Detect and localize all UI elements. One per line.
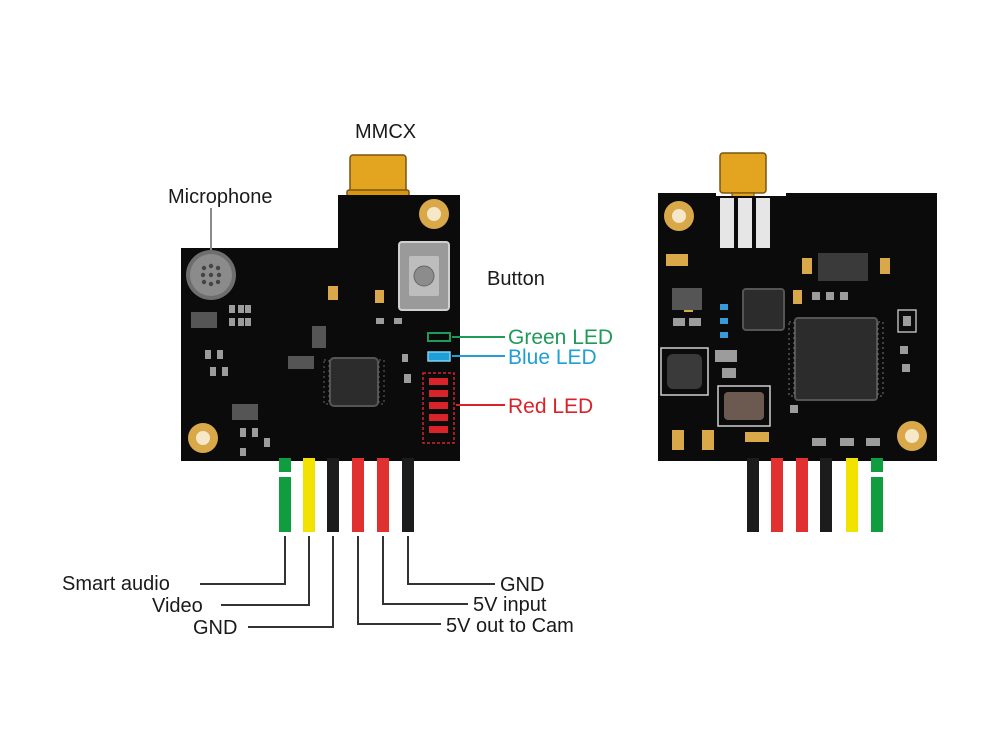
front-board xyxy=(181,154,460,532)
label-5v-input: 5V input xyxy=(473,594,547,616)
wire-smart-audio xyxy=(279,458,291,532)
crystal-back xyxy=(717,385,771,427)
label-microphone: Microphone xyxy=(168,186,273,208)
wire-back-4 xyxy=(820,458,832,532)
labels: MMCX Microphone Button Green LED Blue LE… xyxy=(62,121,613,639)
wire-back-5 xyxy=(846,458,858,532)
mounting-hole xyxy=(419,199,449,229)
rf-chip-back xyxy=(788,317,884,401)
wire-5v-input xyxy=(377,458,389,532)
label-smart-audio: Smart audio xyxy=(62,573,170,595)
regulator-back xyxy=(818,253,868,281)
wire-gnd-left xyxy=(327,458,339,532)
leader-lines xyxy=(200,208,505,628)
mcu-chip-front xyxy=(323,357,385,407)
smd-components-back xyxy=(666,254,917,450)
microphone-component xyxy=(186,250,236,300)
wire-5v-out xyxy=(352,458,364,532)
small-chip-back xyxy=(742,288,785,331)
mounting-hole xyxy=(664,201,694,231)
mounting-hole xyxy=(897,421,927,451)
wire-video xyxy=(303,458,315,532)
push-button-component xyxy=(398,241,450,311)
label-green-led: Green LED xyxy=(508,326,613,349)
label-gnd-right: GND xyxy=(500,574,544,596)
mounting-hole xyxy=(188,423,218,453)
wire-back-1 xyxy=(747,458,759,532)
red-led-bar xyxy=(422,372,455,444)
wire-back-3 xyxy=(796,458,808,532)
label-video: Video xyxy=(152,595,203,617)
label-red-led: Red LED xyxy=(508,395,593,418)
wire-gnd-right xyxy=(402,458,414,532)
green-led xyxy=(427,332,451,342)
label-blue-led: Blue LED xyxy=(508,346,597,369)
label-5v-out: 5V out to Cam xyxy=(446,615,574,637)
wire-back-2 xyxy=(771,458,783,532)
wire-back-6 xyxy=(871,458,883,532)
connector-pins xyxy=(716,196,786,248)
back-board xyxy=(658,152,937,532)
blue-led xyxy=(427,351,451,362)
smd-components-front xyxy=(191,286,411,456)
inductor-back xyxy=(660,347,709,396)
front-wires xyxy=(279,458,414,532)
back-wires xyxy=(747,458,883,532)
label-gnd-left: GND xyxy=(193,617,237,639)
label-mmcx: MMCX xyxy=(355,121,416,143)
label-button: Button xyxy=(487,268,545,290)
